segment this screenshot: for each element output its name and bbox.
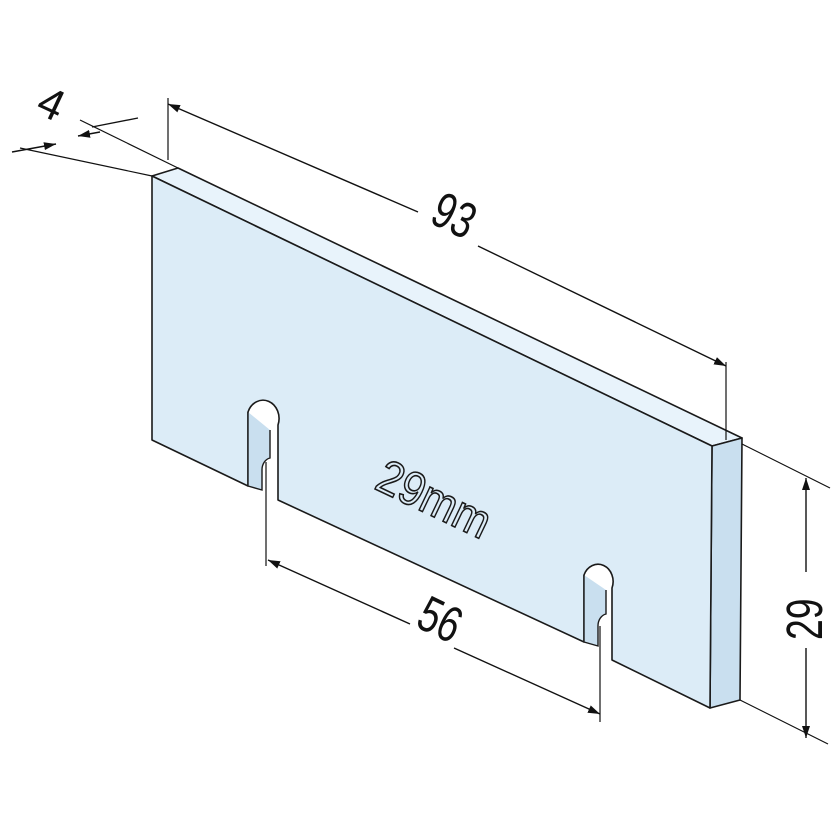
dim-height-label: 29 xyxy=(778,598,834,640)
dim-thickness: 4 xyxy=(11,77,179,177)
plate-front-face xyxy=(151,175,713,709)
slot-right-inner-wall xyxy=(583,575,607,647)
dim-length-label: 93 xyxy=(423,182,485,250)
dim-thickness-label: 4 xyxy=(30,77,73,132)
plate-side-face xyxy=(709,437,743,709)
dim-slot-spacing-label: 56 xyxy=(409,586,471,654)
slot-left-inner-wall xyxy=(247,412,271,491)
dim-height: 29 xyxy=(739,443,834,745)
